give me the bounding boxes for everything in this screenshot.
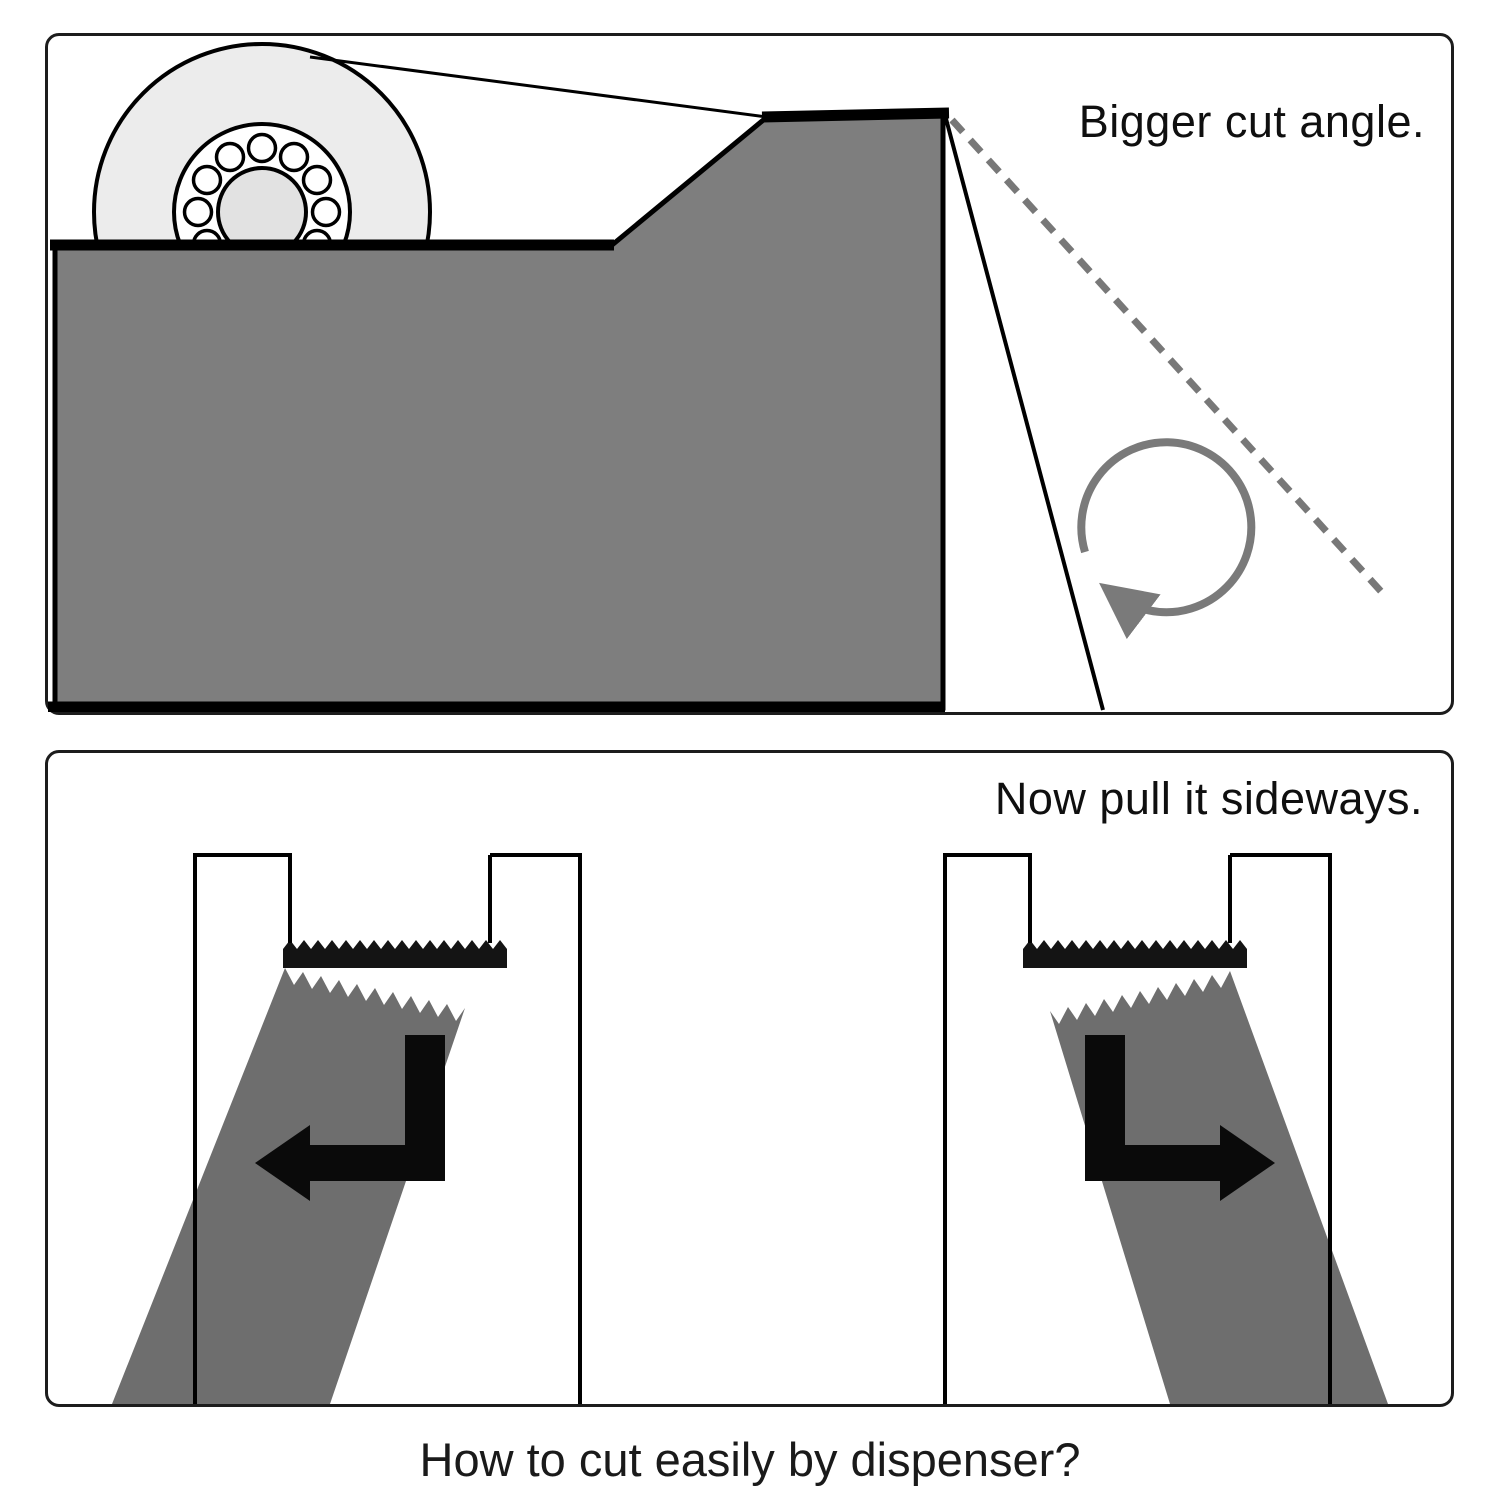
bigger-angle-dashed-line [949,117,1390,601]
bigger-cut-angle-label: Bigger cut angle. [1078,96,1425,147]
cutter-blade-left [283,940,507,968]
pull-right-arrow-icon [1085,1035,1275,1201]
cutter-outline-left [193,853,582,1404]
cutter-outline-right [943,853,1332,1404]
rotation-arrow-icon [1077,438,1256,640]
cutter-diagram-svg [112,853,1388,1404]
cutter-blade-right [1023,940,1247,968]
pull-left-arrow-icon [255,1035,445,1201]
panel-pull-sideways: Now pull it sideways. [45,750,1454,1407]
hanging-tape-line [943,114,1105,711]
tape-strip-right [1050,971,1388,1404]
tape-path-line [309,55,768,119]
panel-bigger-cut-angle: Bigger cut angle. [45,33,1454,715]
pull-sideways-label: Now pull it sideways. [994,773,1423,824]
caption-text: How to cut easily by dispenser? [419,1433,1081,1486]
dispenser-peak-edge [761,107,950,123]
cutter-view-right [943,853,1388,1404]
cutter-view-left [112,853,582,1404]
dispenser-diagram-svg [48,42,1390,712]
